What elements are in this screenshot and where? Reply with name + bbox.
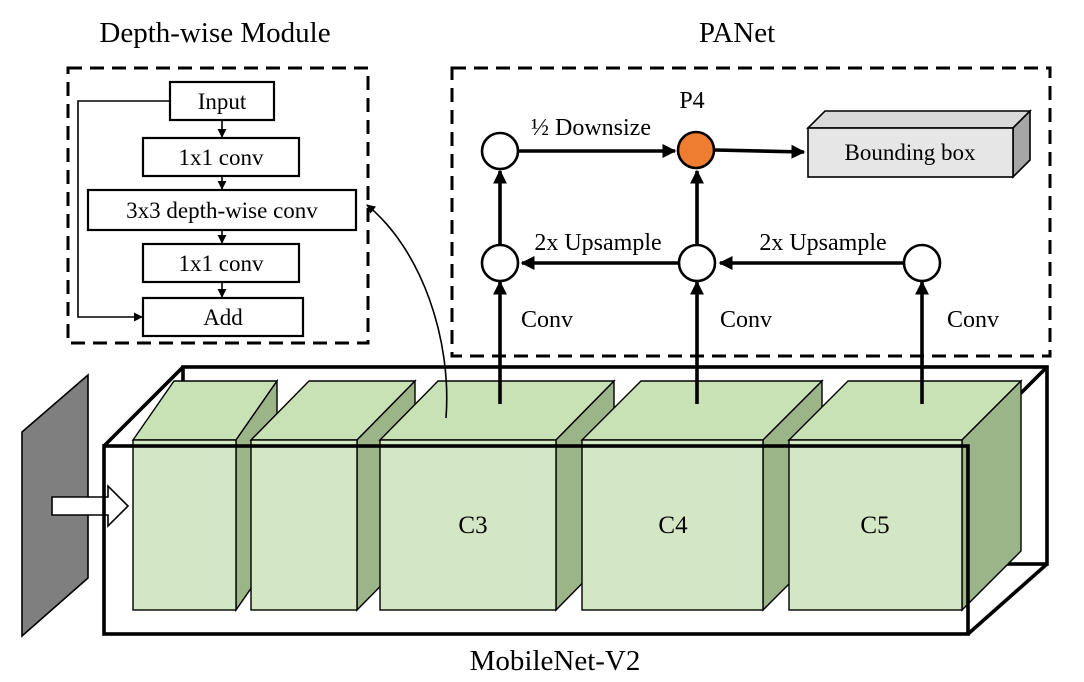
node-c4-mid xyxy=(677,243,717,283)
conv1x1-box-1 xyxy=(141,136,301,178)
node-p4 xyxy=(676,130,716,170)
mobilenet-title: MobileNet-V2 xyxy=(470,645,641,677)
bounding-box-front xyxy=(807,127,1014,178)
conv-label-c5: Conv xyxy=(947,307,999,333)
block-c3-front xyxy=(379,439,557,611)
upsample-left-label: 2x Upsample xyxy=(534,230,661,256)
c5-label: C5 xyxy=(860,512,889,539)
conv1x1-label-1: 1x1 conv xyxy=(179,145,264,170)
downsize-label: ½ Downsize xyxy=(531,115,651,141)
node-c3-mid xyxy=(480,243,520,283)
bounding-box-top xyxy=(806,110,1032,129)
block-2-front xyxy=(250,439,358,611)
block-1-front xyxy=(132,439,237,611)
panet-title: PANet xyxy=(699,17,775,49)
depthwise-module: Depth-wise Module Input 1x1 conv 3x3 dep… xyxy=(66,17,370,345)
p4-label: P4 xyxy=(679,88,704,114)
depthwise-module-frame xyxy=(66,66,370,345)
c3-label: C3 xyxy=(458,512,487,539)
depthwise-conv-box xyxy=(86,188,358,232)
depthwise-conv-label: 3x3 depth-wise conv xyxy=(126,198,318,223)
upsample-right-label: 2x Upsample xyxy=(759,230,886,256)
container-front-face xyxy=(102,444,970,636)
depthwise-module-title: Depth-wise Module xyxy=(99,17,330,49)
panet-frame xyxy=(450,66,1052,358)
input-arrow xyxy=(51,484,130,528)
skip-connection-arrow xyxy=(77,100,170,322)
input-label: Input xyxy=(198,89,247,114)
bounding-box-label: Bounding box xyxy=(845,140,976,165)
conv1x1-box-2 xyxy=(141,242,301,284)
conv-label-c4: Conv xyxy=(720,307,772,333)
block-c4-front xyxy=(581,439,764,611)
node-c3-top xyxy=(480,131,520,171)
container-edge xyxy=(102,365,185,448)
block-c5-front xyxy=(788,439,963,611)
conv-label-c3: Conv xyxy=(521,307,573,333)
node-c5-mid xyxy=(902,243,942,283)
panet-module: PANet Bounding box P4 ½ Downsize 2x Upsa… xyxy=(450,17,1052,358)
c4-label: C4 xyxy=(658,512,688,539)
container-edge xyxy=(966,562,1049,636)
depthwise-callout-arrow xyxy=(366,204,448,419)
add-label: Add xyxy=(203,305,243,330)
conv1x1-label-2: 1x1 conv xyxy=(179,251,264,276)
add-box xyxy=(141,296,305,338)
p4-to-bbox-arrow xyxy=(714,144,806,159)
mobilenet-backbone: C3 C4 C5 MobileNet-V2 xyxy=(21,365,1049,677)
